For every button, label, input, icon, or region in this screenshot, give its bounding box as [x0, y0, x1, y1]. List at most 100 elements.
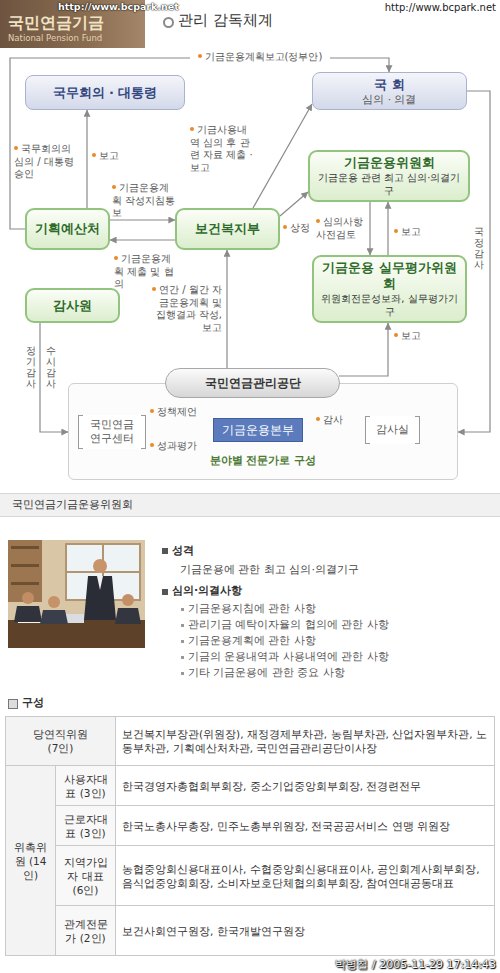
- bracket-box: 감사실: [365, 416, 420, 444]
- watermark: http://www.bcpark.net: [58, 1, 179, 12]
- label-bullet: [316, 417, 320, 421]
- corporation-container: 국민연금관리공단분야별 전문가로 구성국민연금 연구센터기금운용본부감사실: [68, 368, 458, 480]
- label-bullet: [152, 287, 156, 291]
- edge-label-text: 기금사용내역 심의 후 관련 자료 제출 · 보고: [190, 124, 253, 173]
- label-bullet: [150, 409, 154, 413]
- table-text: 한국노총사무총장, 민주노총부위원장, 전국공공서비스 연맹 위원장: [122, 819, 450, 833]
- label-bullet: [394, 229, 398, 233]
- label-bullet: [283, 225, 287, 229]
- edge-label: 보고: [394, 226, 434, 239]
- connector: [110, 239, 175, 240]
- sub-heading: 구성: [22, 696, 44, 710]
- connector: [110, 219, 175, 220]
- list-bullet: [181, 608, 184, 611]
- bracket-right: [415, 416, 420, 444]
- note-wrap: 국무회의의 심의 / 대통령 승인: [14, 143, 80, 181]
- edge-label-text: 정책제언: [157, 406, 197, 417]
- table-text: 보건사회연구원장, 한국개발연구원장: [122, 924, 305, 938]
- connector: [40, 323, 68, 432]
- connector: [86, 110, 87, 208]
- office-photo: [8, 540, 145, 648]
- flow-note: 국무회의의 심의 / 대통령 승인: [14, 143, 74, 179]
- table-cell: 농협중앙회신용대표이사, 수협중앙회신용대표이사, 공인회계사회부회장, 음식업…: [115, 845, 495, 906]
- connector: [369, 202, 370, 255]
- list-item: 기금의 운용내역과 사용내역에 관한 사항: [188, 650, 389, 664]
- bracket-right: [141, 415, 146, 449]
- table-cell: 한국노총사무총장, 민주노총부위원장, 전국공공서비스 연맹 위원장: [115, 805, 495, 846]
- bracket-left: [365, 416, 370, 444]
- node-title: 기금운용본부: [222, 423, 294, 438]
- edge-label: 감사: [316, 414, 356, 427]
- node-title: 기금운용 실무평가위원회: [317, 260, 462, 292]
- edge-label: 정책제언: [150, 406, 210, 419]
- bracket-left: [78, 415, 83, 449]
- node-title: 보건복지부: [195, 221, 260, 237]
- heading-bullet: [162, 589, 168, 595]
- table-cell: 관계전문가 (2인): [55, 905, 116, 956]
- node-title: 국민연금 연구센터: [84, 418, 140, 446]
- edge-label: 성과평가: [150, 440, 210, 453]
- list-bullet: [181, 640, 184, 643]
- organization-box: 기금운용 실무평가위원회위원회전문성보좌, 실무평가기구: [312, 255, 467, 323]
- node-title: 감사실: [376, 423, 409, 437]
- list-item: 관리기금 예탁이자율의 협의에 관한 사항: [188, 618, 389, 632]
- authority-box: 국 회심의 · 의결: [312, 72, 467, 110]
- organization-box: 감사원: [25, 288, 120, 323]
- sub-heading: 성격: [172, 544, 194, 558]
- node-title: 국 회: [374, 77, 405, 93]
- table-text: 당연직위원 (7인): [31, 727, 91, 755]
- connector: [280, 192, 308, 216]
- sub-heading: 심의·의결사항: [172, 584, 242, 598]
- table-cell: 사용자대표 (3인): [55, 765, 116, 806]
- table-text: 근로자대표 (3인): [62, 812, 109, 840]
- node-subtitle: 심의 · 의결: [362, 93, 416, 106]
- watermark: 박병철 / 2005-11-29 17:14:43: [335, 958, 496, 971]
- node-title: 기금운용위원회: [344, 155, 435, 171]
- table-text: 지역가입자 대표(6인): [62, 855, 109, 897]
- label-bullet: [114, 256, 118, 260]
- edge-label-text: 보고: [99, 150, 119, 161]
- table-text: 농협중앙회신용대표이사, 수협중앙회신용대표이사, 공인회계사회부회장, 음식업…: [122, 862, 488, 890]
- edge-label-text: 보고: [401, 226, 421, 237]
- logo-text: 국민연금기금: [8, 13, 104, 32]
- table-cell: 위촉위원 (14인): [5, 765, 56, 956]
- list-bullet: [181, 672, 184, 675]
- edge-label-text: 보고: [401, 330, 421, 341]
- department-box: 기금운용본부: [213, 418, 303, 442]
- audit-label: 수시감사: [46, 345, 56, 389]
- edge-label: 보고: [92, 150, 132, 163]
- node-subtitle: 기금운용 관련 최고 심의·의결기구: [313, 171, 465, 197]
- organization-box: 보건복지부: [175, 208, 280, 250]
- edge-label: 기금운용계획 작성지침통보: [112, 182, 178, 220]
- container-caption: 분야별 전문가로 구성: [68, 454, 458, 468]
- edge-label-text: 연간 / 월간 자금운용계획 및 집행결과 작성, 보고: [156, 284, 222, 333]
- diagram-title: 관리 감독체계: [178, 11, 273, 30]
- list-item: 기금운용계획에 관한 사항: [188, 634, 316, 648]
- connector: [339, 323, 388, 376]
- label-bullet: [150, 443, 154, 447]
- list-item: 기타 기금운용에 관한 중요 사항: [188, 666, 345, 680]
- node-title: 국무회의 · 대통령: [53, 85, 158, 101]
- edge-label: 보고: [394, 330, 434, 343]
- node-title: 감사원: [53, 298, 92, 314]
- table-text: 사용자대표 (3인): [62, 772, 109, 800]
- edge-label: 심의사항 사전검토: [316, 216, 364, 241]
- connector: [387, 202, 388, 255]
- edge-label: 국정감사: [474, 226, 486, 270]
- node-subtitle: 위원회전문성보좌, 실무평가기구: [317, 292, 462, 318]
- list-item: 기금운용지침에 관한 사항: [188, 602, 316, 616]
- label-bullet: [14, 146, 18, 150]
- label-bullet: [394, 333, 398, 337]
- label-bullet: [190, 127, 194, 131]
- edge-label-text: 심의사항 사전검토: [316, 216, 363, 240]
- label-bullet: [92, 153, 96, 157]
- table-text: 보건복지부장관(위원장), 재정경제부차관, 농림부차관, 산업자원부차관, 노…: [122, 727, 488, 755]
- edge-label-text: 성과평가: [157, 440, 197, 451]
- edge-label-text: 국정감사: [474, 226, 484, 270]
- label-bullet: [316, 219, 320, 223]
- table-cell: 보건사회연구원장, 한국개발연구원장: [115, 905, 495, 956]
- table-cell: 지역가입자 대표(6인): [55, 845, 116, 906]
- title-ring: [163, 17, 174, 28]
- list-bullet: [181, 656, 184, 659]
- edge-label: 상정: [283, 222, 313, 235]
